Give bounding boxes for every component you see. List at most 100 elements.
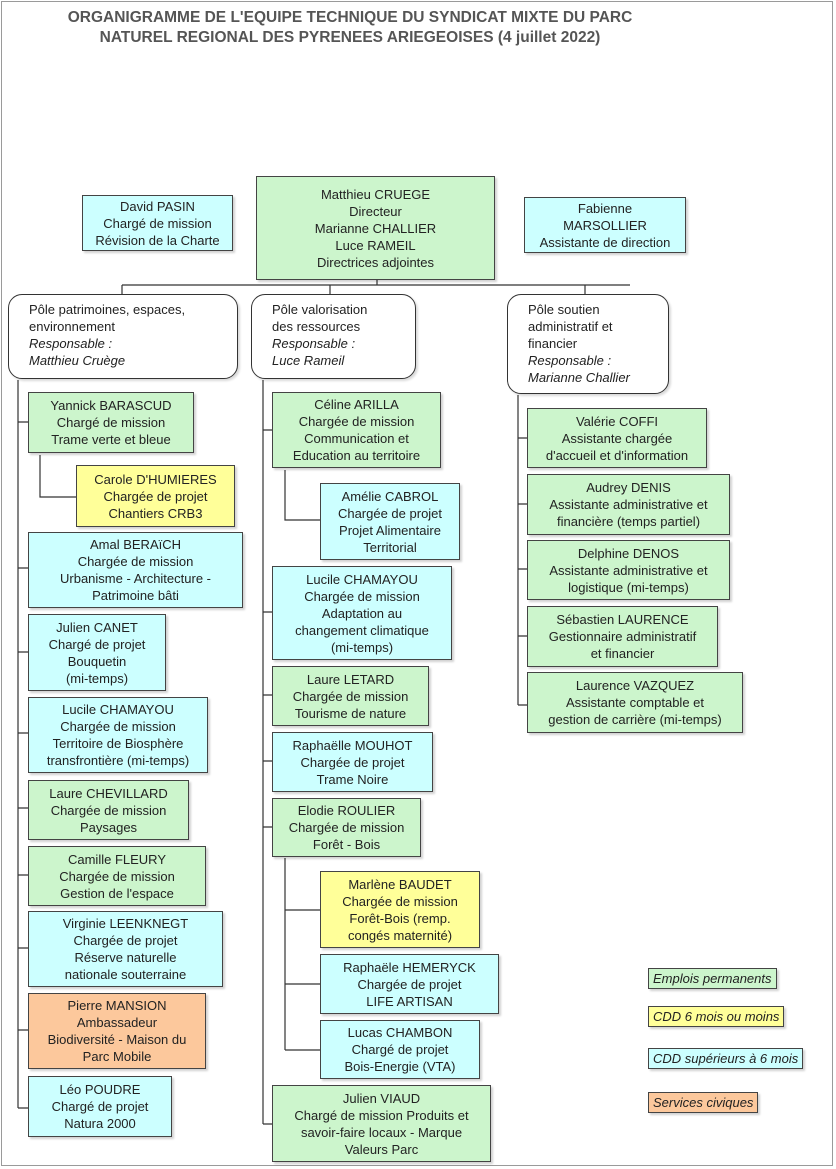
title-line-2: NATUREL REGIONAL DES PYRENEES ARIEGEOISE…	[99, 29, 601, 46]
person-role: Chargé de mission	[103, 215, 212, 231]
legend-cdd-long: CDD supérieurs à 6 mois	[648, 1048, 804, 1069]
person-name: Carole D'HUMIERES	[94, 471, 217, 487]
box-laure-chevillard: Laure CHEVILLARD Chargée de mission Pays…	[28, 780, 189, 840]
box-amelie-cabrol: Amélie CABROL Chargée de projet Projet A…	[320, 483, 460, 560]
page-title: ORGANIGRAMME DE L'EQUIPE TECHNIQUE DU SY…	[20, 8, 680, 48]
legend-cdd-short: CDD 6 mois ou moins	[648, 1006, 785, 1027]
person-name: MARSOLLIER	[563, 217, 647, 233]
box-elodie-roulier: Elodie ROULIER Chargée de mission Forêt …	[272, 798, 421, 857]
person-role: Chargée de mission	[298, 414, 415, 429]
person-name: Sébastien LAURENCE	[556, 612, 689, 627]
pole-title: environnement	[29, 319, 115, 334]
person-role: Territoire de Biosphère	[52, 736, 184, 751]
pole-responsable-name: Matthieu Cruège	[29, 353, 126, 368]
person-role: Trame Noire	[316, 771, 389, 787]
person-name: Julien VIAUD	[342, 1090, 421, 1106]
person-role: Chargé de mission	[56, 415, 166, 430]
person-role: Assistante comptable et	[565, 695, 705, 710]
pole-responsable-label: Responsable :	[528, 353, 612, 368]
box-fabienne-marsollier: Fabienne MARSOLLIER Assistante de direct…	[524, 197, 686, 253]
box-camille-fleury: Camille FLEURY Chargée de mission Gestio…	[28, 846, 206, 906]
person-role: (mi-temps)	[65, 670, 129, 686]
person-role: Projet Alimentaire	[339, 522, 441, 538]
box-delphine-denos: Delphine DENOS Assistante administrative…	[527, 540, 730, 600]
box-sebastien-laurence: Sébastien LAURENCE Gestionnaire administ…	[527, 606, 718, 667]
person-role: Chargé de mission Produits et	[294, 1107, 469, 1123]
pole-title: Pôle patrimoines, espaces,	[29, 302, 186, 317]
pole-title: administratif et	[528, 319, 613, 334]
person-name: Yannick BARASCUD	[50, 398, 172, 413]
person-role: Chargée de projet	[357, 976, 462, 992]
pole-title: des ressources	[272, 319, 361, 334]
box-lucile-chamayou-climat: Lucile CHAMAYOU Chargée de mission Adapt…	[272, 566, 452, 660]
person-role: Education au territoire	[292, 448, 421, 463]
person-role: Tourisme de nature	[294, 705, 407, 721]
person-role: logistique (mi-temps)	[568, 579, 689, 595]
person-name: Lucile CHAMAYOU	[306, 571, 418, 587]
pole-patrimoines: Pôle patrimoines, espaces, environnement…	[8, 294, 238, 379]
person-role: Chantiers CRB3	[108, 505, 203, 521]
person-name: Luce RAMEIL	[335, 237, 416, 253]
person-role: Chargée de projet	[337, 505, 443, 521]
box-pierre-mansion: Pierre MANSION Ambassadeur Biodiversité …	[28, 993, 206, 1069]
pole-responsable-label: Responsable :	[272, 336, 356, 351]
person-role: Gestionnaire administratif	[548, 629, 697, 644]
person-role: Territorial	[363, 539, 417, 555]
person-role: Chargée de projet	[73, 933, 178, 948]
person-role: Urbanisme - Architecture -	[60, 571, 211, 586]
person-name: Valérie COFFI	[575, 413, 659, 429]
person-role: (mi-temps)	[330, 639, 394, 655]
box-raphaele-hemeryck: Raphaële HEMERYCK Chargée de projet LIFE…	[320, 954, 499, 1014]
box-celine-arilla: Céline ARILLA Chargée de mission Communi…	[272, 392, 441, 468]
person-role: Patrimoine bâti	[92, 588, 179, 603]
box-leo-poudre: Léo POUDRE Chargé de projet Natura 2000	[28, 1076, 172, 1137]
person-name: Amal BERAïCH	[89, 537, 182, 552]
box-david-pasin: David PASIN Chargé de mission Révision d…	[82, 195, 233, 251]
person-name: Julien CANET	[56, 619, 138, 635]
person-role: Biodiversité - Maison du	[47, 1032, 187, 1047]
pole-responsable-label: Responsable :	[29, 336, 113, 351]
person-name: Laure CHEVILLARD	[49, 785, 168, 801]
person-role: Chargée de mission	[342, 893, 458, 909]
person-role: Assistante administrative et	[549, 497, 708, 512]
person-role: Ambassadeur	[76, 1015, 158, 1030]
person-name: Raphaële HEMERYCK	[343, 959, 476, 975]
person-role: changement climatique	[295, 622, 429, 638]
box-julien-canet: Julien CANET Chargé de projet Bouquetin …	[28, 614, 166, 691]
person-role: Chargé de projet	[351, 1042, 449, 1057]
person-role: Chargée de mission	[60, 719, 176, 734]
pole-title: financier	[528, 336, 578, 351]
person-role: Forêt-Bois (remp.	[349, 910, 451, 926]
person-role: Bouquetin	[67, 653, 127, 669]
person-name: Camille FLEURY	[67, 851, 166, 867]
person-role: gestion de carrière (mi-temps)	[548, 712, 722, 727]
person-name: Elodie ROULIER	[297, 803, 396, 818]
person-role: Chargée de mission	[292, 688, 409, 704]
person-name: Fabienne	[577, 200, 633, 216]
pole-title: Pôle valorisation	[272, 302, 368, 317]
pole-valorisation: Pôle valorisation des ressources Respons…	[251, 294, 416, 379]
person-role: Chargée de mission	[77, 554, 194, 569]
person-name: Pierre MANSION	[67, 998, 167, 1013]
person-role: Communication et	[304, 431, 409, 446]
person-role: Parc Mobile	[82, 1049, 152, 1064]
box-director: Matthieu CRUEGE Directeur Marianne CHALL…	[256, 176, 495, 280]
person-name: Marianne CHALLIER	[314, 220, 437, 236]
person-role: Paysages	[79, 819, 138, 835]
box-amal-beraich: Amal BERAïCH Chargée de mission Urbanism…	[28, 532, 243, 608]
person-role: Natura 2000	[64, 1116, 136, 1131]
person-role: Chargée de projet	[103, 488, 208, 504]
person-role: LIFE ARTISAN	[366, 993, 453, 1009]
person-role: Adaptation au	[321, 605, 403, 621]
person-role: financière (temps partiel)	[556, 514, 701, 529]
box-lucas-chambon: Lucas CHAMBON Chargé de projet Bois-Ener…	[320, 1020, 480, 1079]
person-name: Raphaëlle MOUHOT	[292, 737, 413, 753]
box-laurence-vazquez: Laurence VAZQUEZ Assistante comptable et…	[527, 672, 743, 733]
person-name: Virginie LEENKNEGT	[62, 916, 189, 931]
person-role: Directeur	[349, 203, 402, 219]
person-role: Bois-Energie (VTA)	[344, 1059, 456, 1074]
legend-civic: Services civiques	[648, 1092, 759, 1113]
title-line-1: ORGANIGRAMME DE L'EQUIPE TECHNIQUE DU SY…	[67, 9, 633, 26]
person-role: Chargée de mission	[59, 868, 175, 884]
box-marlene-baudet: Marlène BAUDET Chargée de mission Forêt-…	[320, 871, 480, 948]
